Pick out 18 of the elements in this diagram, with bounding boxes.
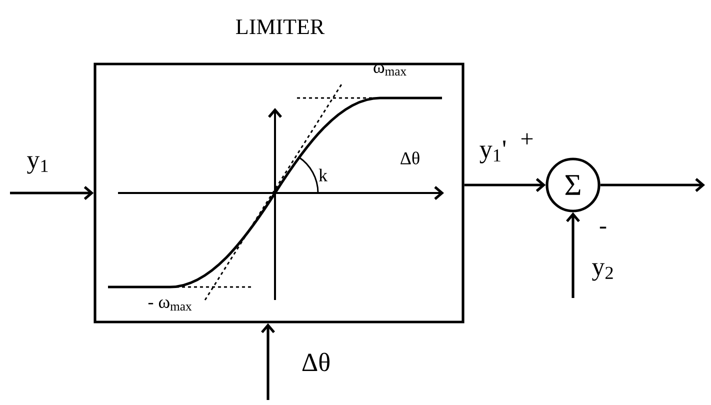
sign-label: + (521, 133, 533, 144)
arrow (464, 178, 546, 192)
summing-junction: Σ (546, 158, 600, 212)
signal-label: y$_{2}$ (592, 263, 613, 281)
limiter-box (94, 62, 464, 324)
arrow (10, 186, 94, 200)
arrow (261, 323, 275, 400)
signal-label: y$_{1}$' (480, 140, 506, 164)
axis-label: Δθ (400, 152, 420, 164)
curve-label: - ω$_{max}$ (148, 299, 192, 311)
slope-label: k (318, 168, 328, 182)
signal-label: y$_{1}$ (27, 156, 48, 174)
signal-label: Δθ (302, 352, 330, 372)
arrow (600, 178, 705, 192)
arrow (566, 212, 580, 298)
curve-label: ω$_{max}$ (374, 64, 406, 76)
block-title: LIMITER (236, 20, 325, 34)
sign-label: - (600, 226, 606, 229)
